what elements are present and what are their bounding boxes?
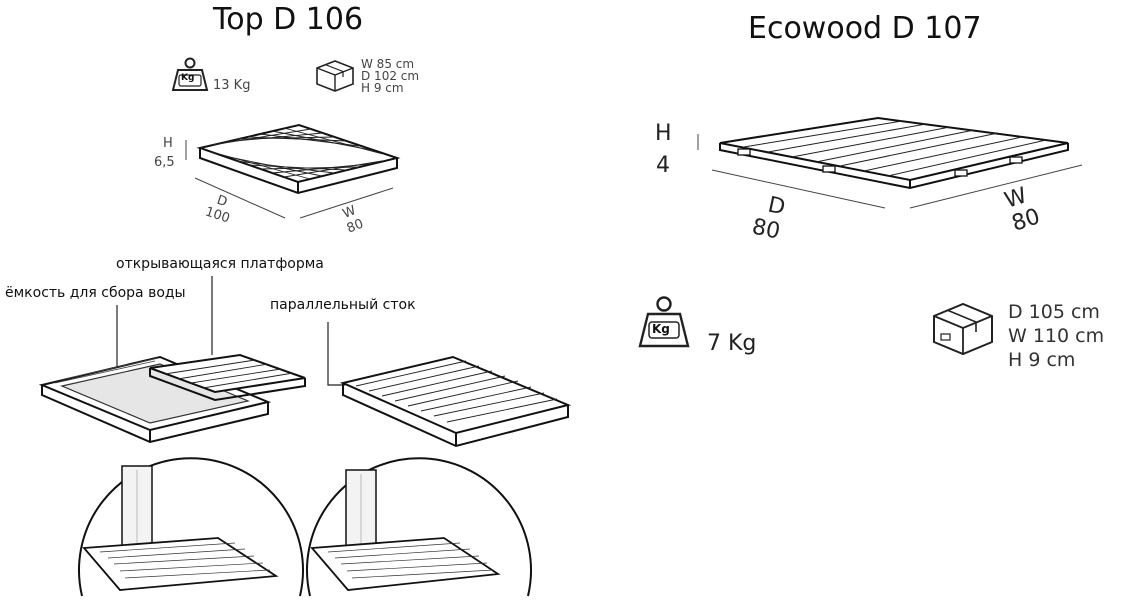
- height-value: 6,5: [154, 155, 175, 170]
- detail-circle-container: [78, 457, 304, 597]
- weight-value: 13 Kg: [213, 78, 251, 93]
- label-parallel-drain: параллельный сток: [270, 297, 416, 313]
- ecowood-height-label: H: [655, 121, 672, 146]
- detail-circle-drain: [306, 457, 532, 597]
- weight-icon-label: Kg: [181, 73, 195, 83]
- package-width: W 85 cm: [361, 57, 415, 71]
- package-box-icon: [316, 60, 354, 92]
- package-depth: D 102 cm: [361, 69, 420, 83]
- ecowood-package-depth: D 105 cm: [1008, 301, 1100, 323]
- top-d106-title: Top D 106: [213, 2, 364, 37]
- package-height: H 9 cm: [361, 81, 404, 95]
- label-water-container: ёмкость для сбора воды: [5, 285, 186, 301]
- height-label: H: [163, 136, 173, 151]
- ecowood-package-box-icon: [933, 302, 993, 356]
- ecowood-weight-icon-label: Kg: [652, 322, 670, 336]
- ecowood-package-height: H 9 cm: [1008, 349, 1076, 371]
- label-opening-platform: открывающаяся платформа: [116, 256, 324, 272]
- ecowood-height-value: 4: [656, 153, 670, 178]
- weight-icon: [171, 57, 209, 91]
- ecowood-package-width: W 110 cm: [1008, 325, 1105, 347]
- ecowood-weight-icon: [638, 296, 690, 348]
- ecowood-d107-title: Ecowood D 107: [748, 11, 982, 46]
- ecowood-weight-value: 7 Kg: [707, 331, 757, 356]
